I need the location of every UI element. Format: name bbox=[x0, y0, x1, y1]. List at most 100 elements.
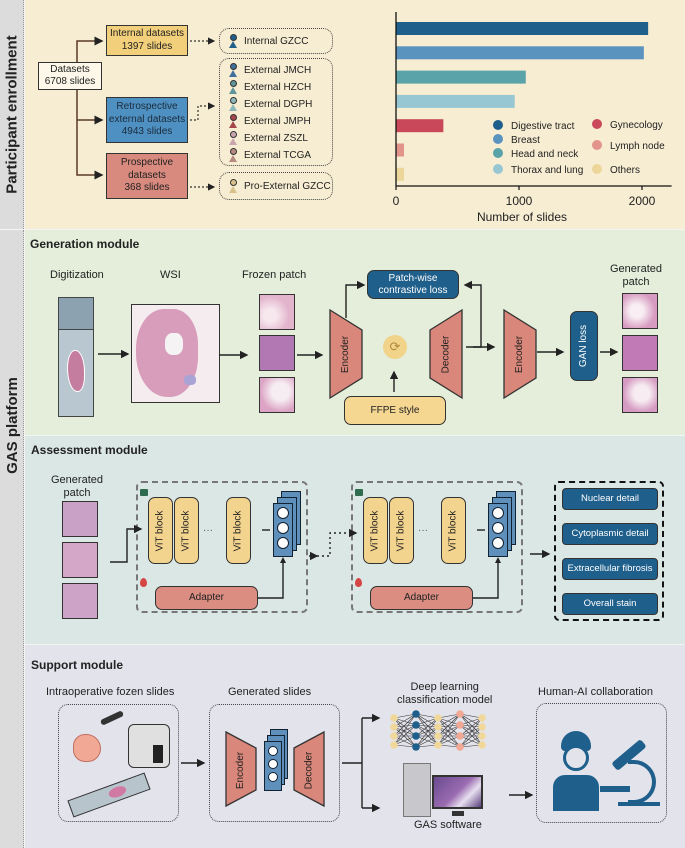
nn-node bbox=[434, 732, 442, 740]
output-box-cytoplasmic-detail: Cytoplasmic detail bbox=[562, 523, 658, 545]
nn-edge bbox=[393, 713, 417, 737]
nn-edge bbox=[393, 713, 417, 728]
contrastive-line-2: contrastive loss bbox=[378, 284, 448, 296]
dl-line-1: Deep learning bbox=[410, 681, 479, 693]
nn-edge bbox=[459, 735, 483, 748]
microscope-base bbox=[618, 802, 660, 806]
ffpe-style-box: FFPE style bbox=[344, 396, 446, 425]
hospital-name: External ZSZL bbox=[244, 132, 308, 144]
intraoperative-group bbox=[58, 704, 179, 822]
legend-marker bbox=[493, 164, 503, 174]
flame-icon bbox=[140, 578, 147, 587]
nn-node bbox=[478, 732, 486, 740]
prospective-hospital-group bbox=[219, 172, 333, 200]
nn-edge bbox=[393, 724, 417, 737]
x-tick-label: 2000 bbox=[629, 194, 656, 208]
support-title: Support module bbox=[31, 658, 123, 672]
nn-node bbox=[390, 723, 398, 731]
vit-text: ViT block bbox=[154, 510, 166, 551]
nn-edge bbox=[415, 724, 439, 737]
nn-node bbox=[478, 723, 486, 731]
generated-patch-label: Generated patch bbox=[610, 263, 662, 288]
nn-node bbox=[478, 741, 486, 749]
generated-patch-3 bbox=[622, 377, 658, 413]
vit-block: ViT block bbox=[441, 497, 466, 564]
vit-block: ViT block bbox=[389, 497, 414, 564]
lock-icon bbox=[140, 489, 148, 496]
nn-edge bbox=[415, 713, 439, 746]
nn-edge bbox=[459, 717, 483, 737]
flame-icon bbox=[355, 578, 362, 587]
doctor-body bbox=[553, 775, 599, 811]
nn-edge bbox=[393, 717, 417, 726]
computer-tower-icon bbox=[403, 763, 431, 817]
vit-text: ViT block bbox=[395, 510, 407, 551]
nn-edge bbox=[393, 713, 417, 746]
nn-node bbox=[390, 741, 398, 749]
bar-lymph-node bbox=[396, 143, 404, 157]
nn-edge bbox=[393, 726, 417, 737]
microscope-arm bbox=[628, 760, 656, 804]
nn-edge bbox=[415, 717, 439, 748]
nn-edge bbox=[415, 735, 439, 746]
vit-block: ViT block bbox=[226, 497, 251, 564]
wsi-blue-region bbox=[184, 375, 196, 385]
vit-block: ViT block bbox=[174, 497, 199, 564]
vit-text: ViT block bbox=[369, 510, 381, 551]
hospital-item: External ZSZL bbox=[229, 131, 308, 145]
support-decoder-label: Decoder bbox=[294, 742, 324, 798]
nn-edge bbox=[393, 735, 417, 746]
output-text: Overall stain bbox=[583, 598, 637, 610]
hospital-item: External JMPH bbox=[229, 114, 311, 128]
side-strip-platform bbox=[0, 230, 24, 848]
support-decoder-text: Decoder bbox=[303, 751, 315, 789]
nn-edge bbox=[437, 724, 461, 737]
nn-edge bbox=[437, 713, 461, 737]
frozen-patch-3 bbox=[259, 377, 295, 413]
nn-edge bbox=[459, 724, 483, 737]
nn-edge bbox=[393, 724, 417, 746]
nn-node bbox=[456, 732, 464, 740]
nn-edge bbox=[459, 713, 483, 737]
gen-patch-line-1: Generated bbox=[610, 263, 662, 275]
person-icon bbox=[229, 148, 238, 162]
asm-gen-line-1: Generated bbox=[51, 474, 103, 486]
enrollment-connectors bbox=[76, 36, 216, 191]
feature-node bbox=[268, 759, 278, 769]
slide-label-area bbox=[59, 298, 93, 330]
nn-edge bbox=[415, 713, 439, 728]
nn-edge bbox=[415, 726, 439, 748]
gan-loss-box: GAN loss bbox=[570, 311, 598, 381]
support-encoder-text: Encoder bbox=[235, 751, 247, 789]
hospital-name: Internal GZCC bbox=[244, 35, 309, 47]
microscope-stage bbox=[600, 786, 630, 792]
side-label-platform: GAS platform bbox=[0, 230, 24, 620]
platform-label-text: GAS platform bbox=[3, 376, 21, 474]
legend-marker bbox=[493, 134, 503, 144]
bar-head-and-neck bbox=[396, 70, 526, 84]
nn-node bbox=[390, 732, 398, 740]
generated-patch-1 bbox=[622, 293, 658, 329]
person-icon bbox=[229, 63, 238, 77]
side-strip-enrollment bbox=[0, 0, 24, 229]
hospital-item: External HZCH bbox=[229, 80, 311, 94]
monitor-screen bbox=[434, 777, 481, 807]
human-ai-label: Human-AI collaboration bbox=[538, 686, 653, 698]
retro-title-1: Retrospective bbox=[116, 101, 178, 113]
wsi-image bbox=[131, 304, 220, 403]
hospital-name: External DGPH bbox=[244, 98, 313, 110]
nn-edge bbox=[459, 713, 483, 728]
hospital-name: External TCGA bbox=[244, 149, 312, 161]
generated-slides-label: Generated slides bbox=[228, 686, 312, 698]
legend-marker bbox=[592, 164, 602, 174]
legend-label: Breast bbox=[511, 135, 540, 146]
legend-label: Thorax and lung bbox=[511, 165, 583, 176]
retro-title-2: external datasets bbox=[108, 113, 186, 125]
contrastive-line-1: Patch-wise bbox=[388, 272, 438, 284]
output-text: Nuclear detail bbox=[580, 493, 640, 505]
doctor-icon bbox=[553, 731, 599, 811]
nn-node bbox=[456, 743, 464, 751]
asm-gen-line-2: patch bbox=[63, 486, 91, 499]
encoder-label-1: Encoder bbox=[330, 320, 362, 388]
